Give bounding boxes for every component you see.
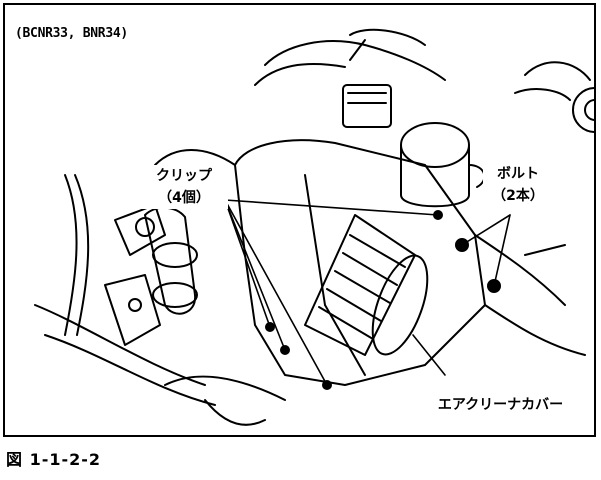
bolt-qty: （2本）	[492, 188, 544, 204]
model-code-label: (BCNR33, BNR34)	[15, 26, 128, 41]
bolt-label: ボルト	[497, 166, 539, 182]
upper-hose-line	[264, 40, 446, 81]
figure-frame: (BCNR33, BNR34) クリップ （4個） ボルト （2本） エアクリー…	[3, 3, 596, 437]
upper-hose-line-2	[254, 63, 346, 86]
air-cleaner-cover-label: エアクリーナカバー	[437, 397, 564, 413]
clip-qty: （4個）	[158, 190, 210, 206]
relay-box	[342, 84, 392, 128]
clip-callout: クリップ （4個）	[140, 165, 228, 209]
bolt-callout: ボルト （2本）	[483, 163, 553, 207]
engine-bay-illustration	[34, 28, 594, 426]
figure-number: 図 1-1-2-2	[6, 450, 102, 469]
air-cleaner-cover	[304, 214, 416, 356]
cover-oval	[371, 254, 429, 356]
reservoir-cap	[400, 122, 470, 168]
air-cleaner-cover-callout: エアクリーナカバー	[413, 394, 588, 416]
clip-label: クリップ	[156, 168, 212, 184]
leader-lines	[224, 199, 511, 386]
